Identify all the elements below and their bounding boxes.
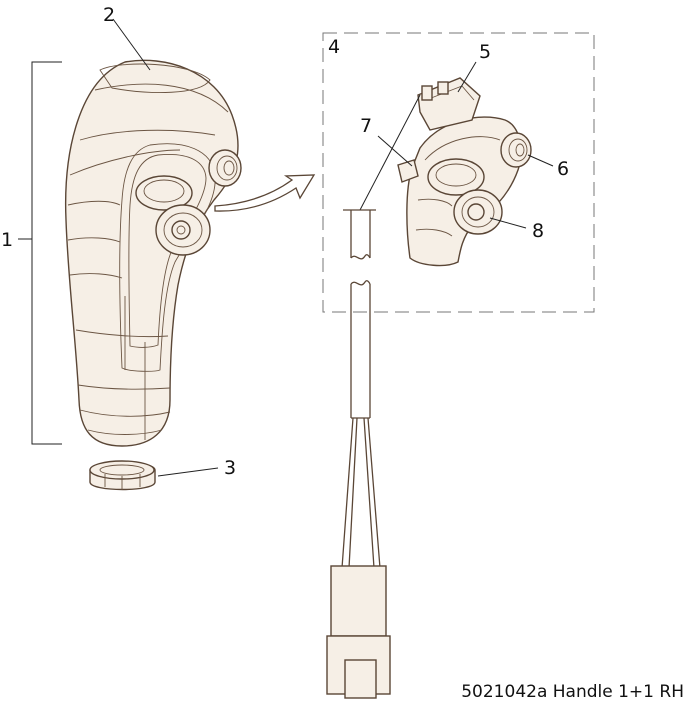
leader-2 <box>112 18 151 71</box>
leader-3 <box>157 467 219 477</box>
callout-5: 5 <box>479 41 491 63</box>
nut <box>89 460 156 491</box>
callout-3: 3 <box>224 457 236 479</box>
callout-7: 7 <box>360 115 372 137</box>
bracket-part-1 <box>18 61 62 445</box>
callout-1: 1 <box>1 229 13 251</box>
callout-8: 8 <box>532 220 544 242</box>
callout-2: 2 <box>103 4 115 26</box>
callout-6: 6 <box>557 158 569 180</box>
leader-8 <box>489 217 527 229</box>
plug-connector <box>326 565 391 699</box>
detail-arrow <box>214 174 316 212</box>
switch-module <box>397 77 532 267</box>
cable <box>341 94 421 569</box>
leader-5 <box>457 61 477 93</box>
figure-caption: 5021042a Handle 1+1 RH <box>461 682 684 702</box>
leader-7 <box>377 135 413 167</box>
leader-6 <box>527 154 554 167</box>
detail-frame <box>322 32 595 313</box>
handle-grip <box>64 59 242 447</box>
callout-4: 4 <box>328 36 340 58</box>
